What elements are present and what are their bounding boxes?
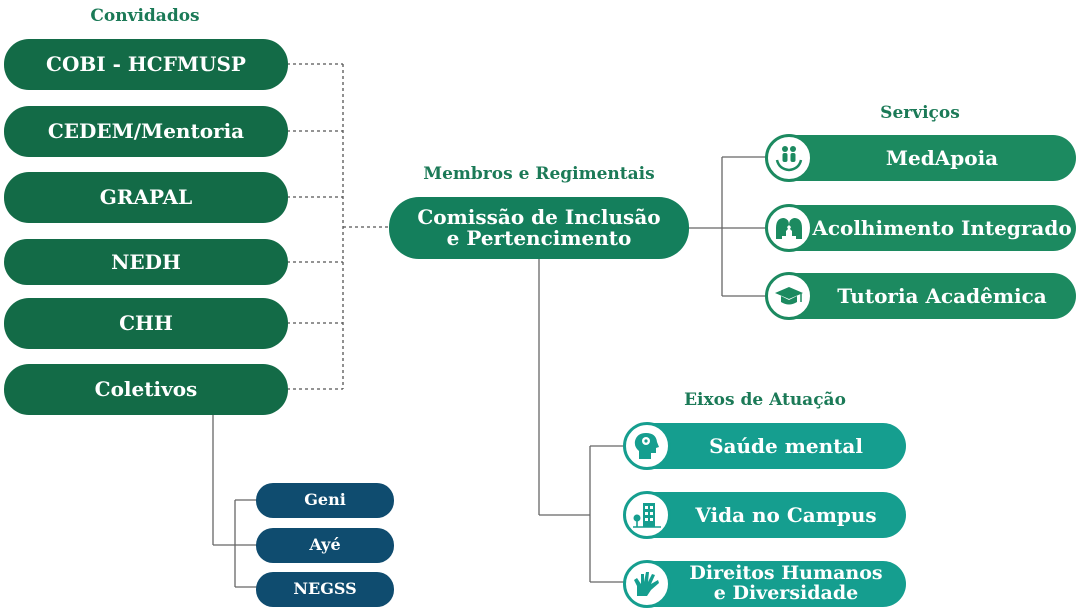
solid-connectors xyxy=(212,156,766,588)
coletivo-negss[interactable]: NEGSS xyxy=(256,572,394,607)
hands-people-icon xyxy=(765,134,813,182)
eixo-vida-campus[interactable]: Vida no Campus xyxy=(624,492,906,538)
eixo-saude-mental-label: Saúde mental xyxy=(709,433,863,458)
servico-medapoia-label: MedApoia xyxy=(885,145,999,170)
eixos-heading: Eixos de Atuação xyxy=(684,390,846,410)
graduation-cap-icon xyxy=(765,272,813,320)
eixo-saude-mental[interactable]: Saúde mental xyxy=(624,423,906,469)
head-mind-icon xyxy=(623,422,671,470)
comissao-line1: Comissão de Inclusão xyxy=(417,205,661,229)
servico-medapoia[interactable]: MedApoia xyxy=(766,135,1076,181)
eixo-direitos-humanos[interactable]: Direitos Humanos e Diversidade xyxy=(624,561,906,607)
servico-tutoria[interactable]: Tutoria Acadêmica xyxy=(766,273,1076,319)
sign-hand-icon xyxy=(623,560,671,608)
convidado-grapal[interactable]: GRAPAL xyxy=(4,172,288,223)
comissao-line2: e Pertencimento xyxy=(446,226,632,250)
campus-building-icon xyxy=(623,491,671,539)
convidado-chh[interactable]: CHH xyxy=(4,298,288,349)
coletivo-aye[interactable]: Ayé xyxy=(256,528,394,563)
servico-acolhimento-label: Acolhimento Integrado xyxy=(812,215,1072,240)
membros-heading: Membros e Regimentais xyxy=(423,164,655,184)
dashed-connectors xyxy=(287,63,390,390)
convidado-cedem[interactable]: CEDEM/Mentoria xyxy=(4,106,288,157)
servico-acolhimento[interactable]: Acolhimento Integrado xyxy=(766,205,1076,251)
two-heads-icon xyxy=(765,204,813,252)
convidado-cobi[interactable]: COBI - HCFMUSP xyxy=(4,39,288,90)
convidado-coletivos[interactable]: Coletivos xyxy=(4,364,288,415)
comissao-node[interactable]: Comissão de Inclusão e Pertencimento xyxy=(389,197,689,259)
eixo-vida-campus-label: Vida no Campus xyxy=(695,502,877,527)
convidados-heading: Convidados xyxy=(90,6,200,26)
servico-tutoria-label: Tutoria Acadêmica xyxy=(837,283,1047,308)
convidado-nedh[interactable]: NEDH xyxy=(4,239,288,285)
eixo-direitos-line1: Direitos Humanos xyxy=(689,562,883,585)
eixo-direitos-line2: e Diversidade xyxy=(713,582,859,604)
coletivo-geni[interactable]: Geni xyxy=(256,483,394,518)
servicos-heading: Serviços xyxy=(880,103,960,123)
